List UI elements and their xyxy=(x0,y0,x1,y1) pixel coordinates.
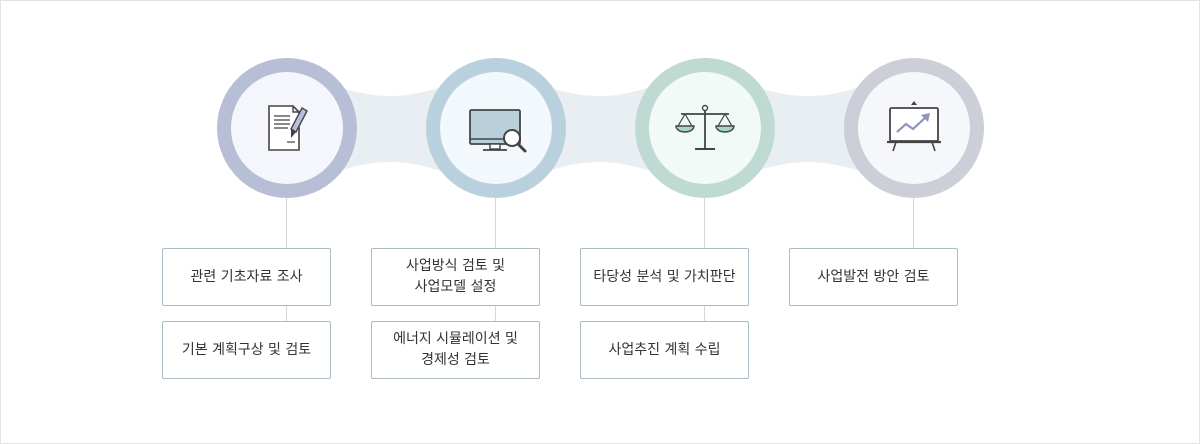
step-1-box-1: 관련 기초자료 조사 xyxy=(162,248,331,306)
step-2-circle xyxy=(426,58,566,198)
step-3: 타당성 분석 및 가치판단 사업추진 계획 수립 xyxy=(580,58,775,379)
step-4-connector-line xyxy=(913,198,914,248)
step-3-box-2: 사업추진 계획 수립 xyxy=(580,321,749,379)
step-2-box-1: 사업방식 검토 및 사업모델 설정 xyxy=(371,248,540,306)
document-pen-icon xyxy=(268,105,308,151)
step-4: 사업발전 방안 검토 xyxy=(789,58,984,378)
step-2: 사업방식 검토 및 사업모델 설정 에너지 시뮬레이션 및 경제성 검토 xyxy=(371,58,566,379)
step-2-box-2: 에너지 시뮬레이션 및 경제성 검토 xyxy=(371,321,540,379)
step-4-circle xyxy=(844,58,984,198)
step-1: 관련 기초자료 조사 기본 계획구상 및 검토 xyxy=(162,58,357,379)
step-1-circle xyxy=(217,58,357,198)
balance-scale-icon xyxy=(675,104,735,150)
step-1-box-2: 기본 계획구상 및 검토 xyxy=(162,321,331,379)
step-3-circle xyxy=(635,58,775,198)
step-4-box-1: 사업발전 방안 검토 xyxy=(789,248,958,306)
connector-1-2 xyxy=(330,84,450,174)
monitor-magnifier-icon xyxy=(469,109,527,153)
connector-2-3 xyxy=(539,84,659,174)
step-3-box-1: 타당성 분석 및 가치판단 xyxy=(580,248,749,306)
presentation-chart-icon xyxy=(887,101,941,152)
connector-3-4 xyxy=(748,84,868,174)
